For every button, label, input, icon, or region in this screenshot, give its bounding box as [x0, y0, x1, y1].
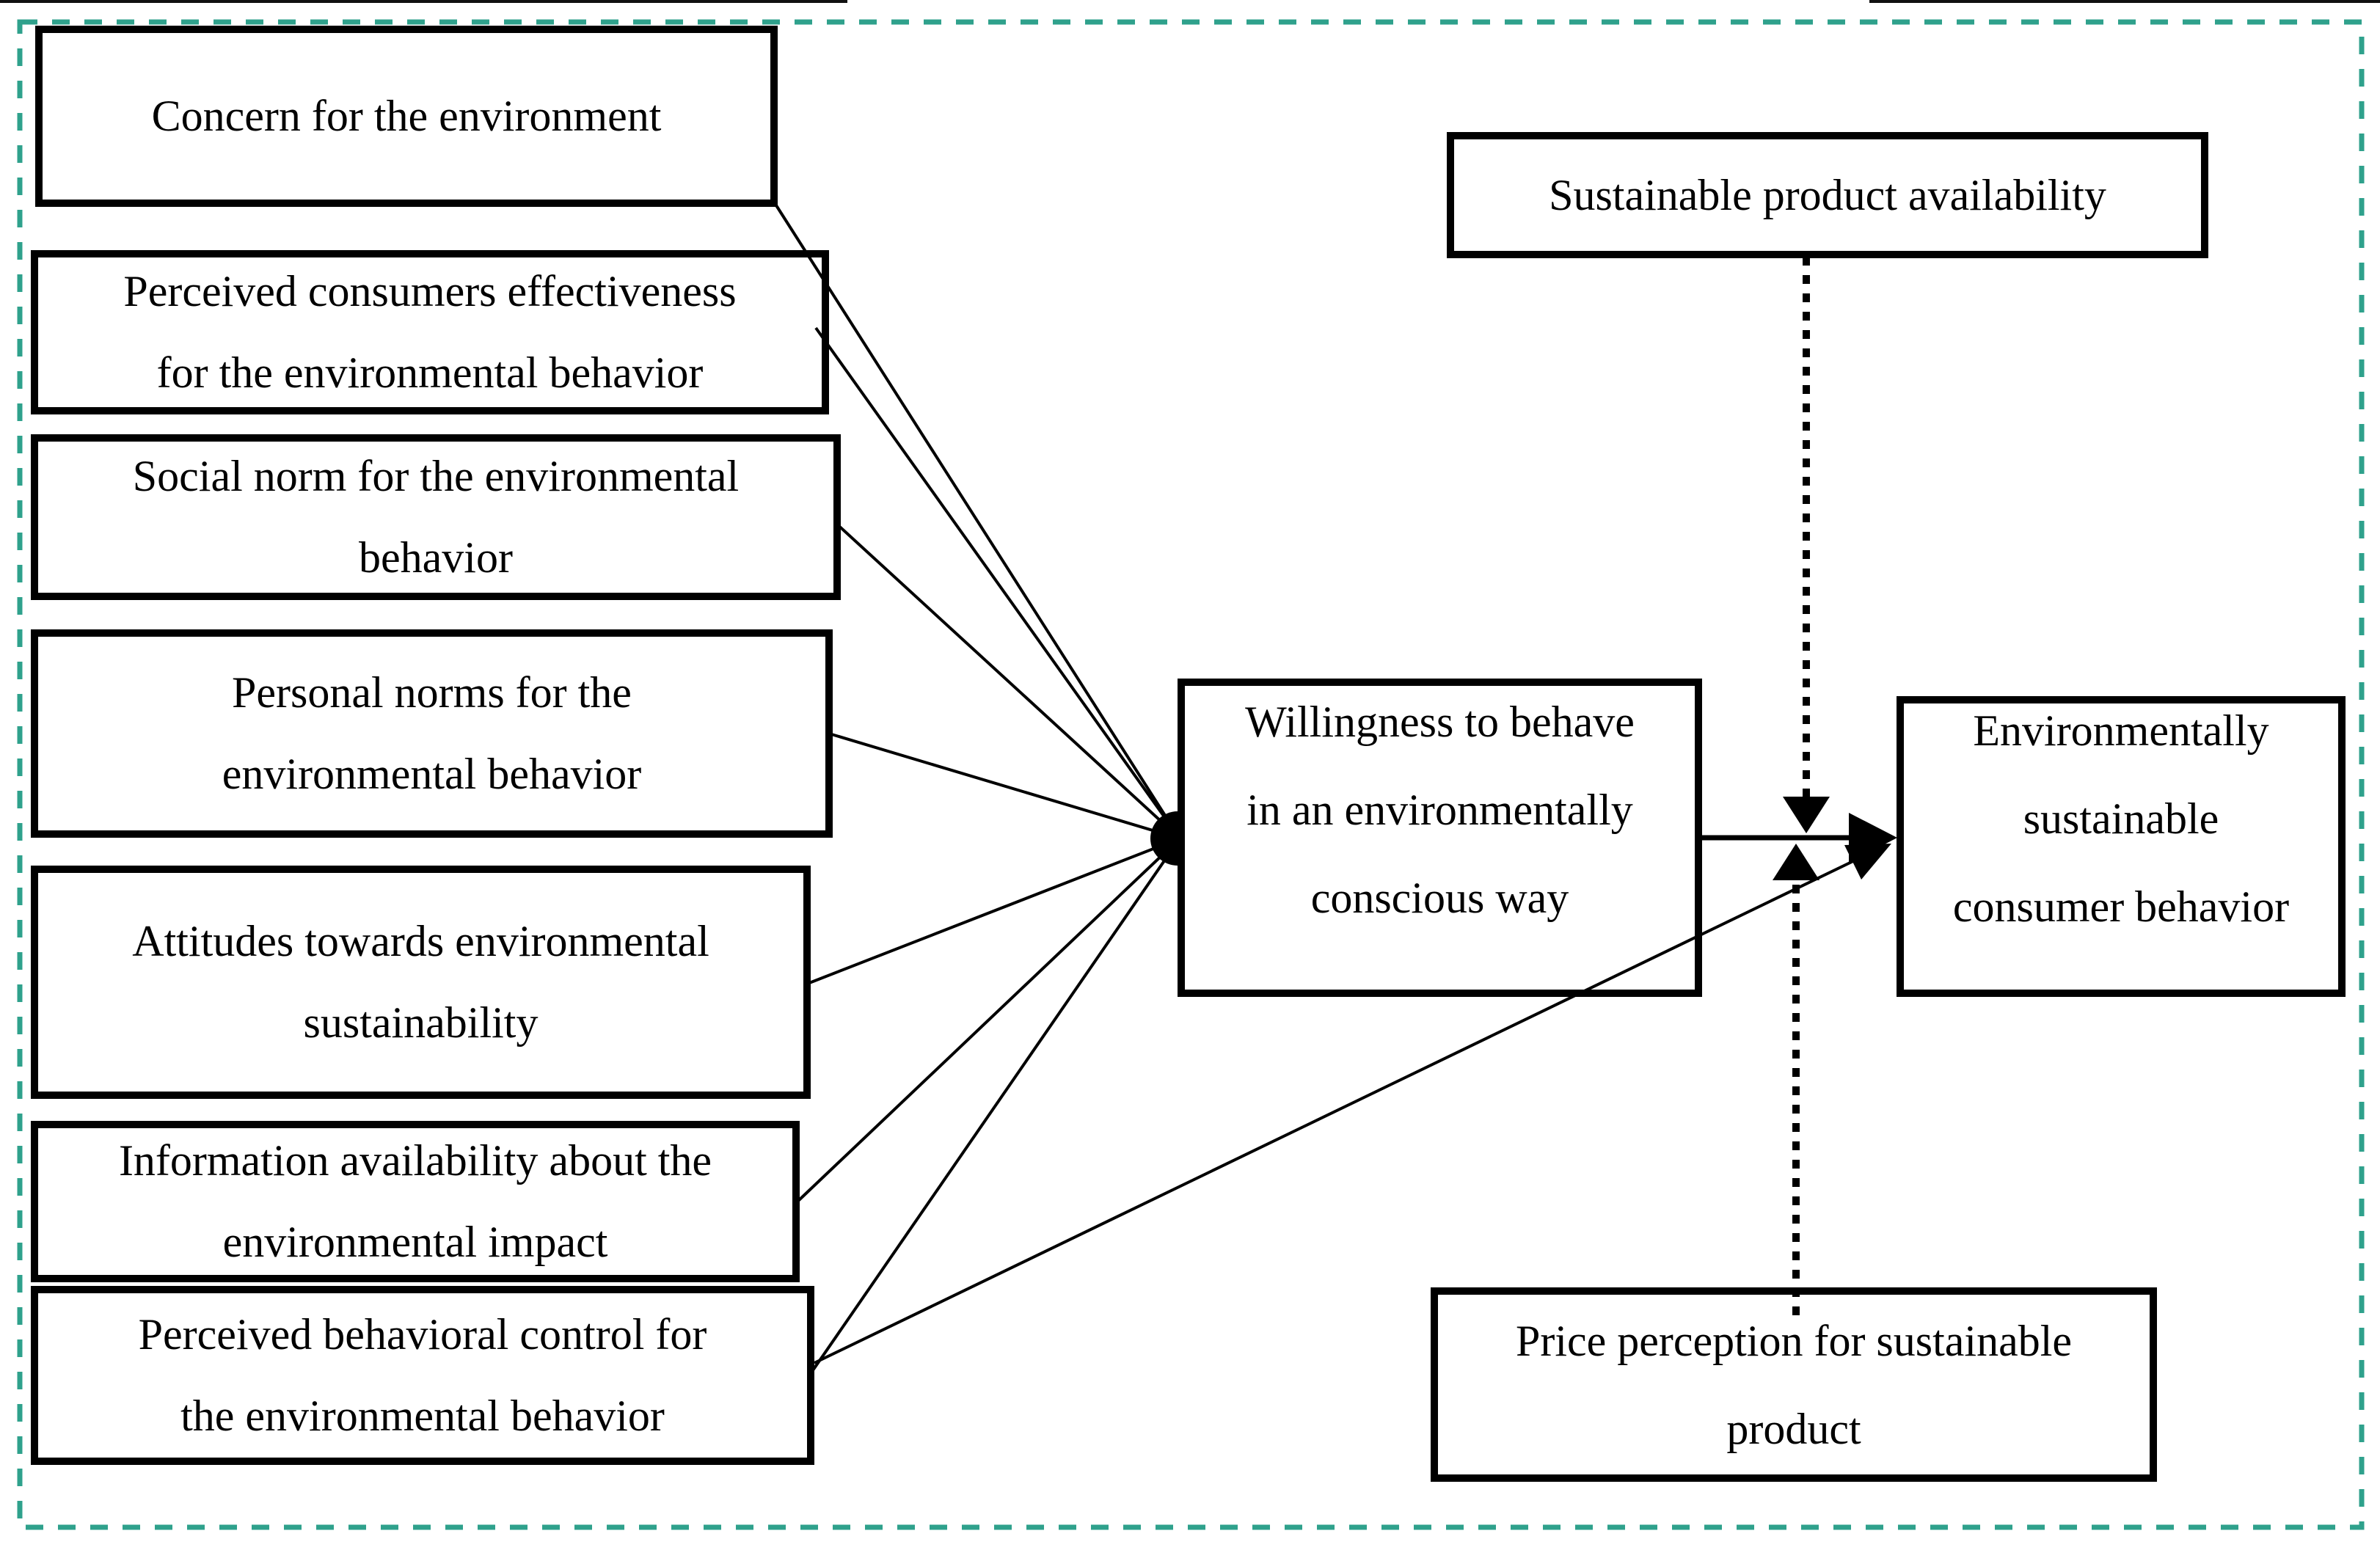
box-environmentally-sustainable-behavior: Environmentally sustainable consumer beh… — [1897, 696, 2346, 997]
box-social-norm: Social norm for the environmental behavi… — [31, 434, 841, 600]
box-perceived-behavioral-control: Perceived behavioral control for the env… — [31, 1286, 814, 1465]
box-willingness: Willingness to behave in an environmenta… — [1178, 679, 1702, 997]
figure-dashed-border — [17, 19, 2365, 1530]
page-top-edge-line-left — [0, 0, 847, 3]
box-perceived-consumers-effectiveness: Perceived consumers effectiveness for th… — [31, 250, 829, 414]
box-price-perception: Price perception for sustainable product — [1431, 1287, 2157, 1482]
box-attitudes: Attitudes towards environmental sustaina… — [31, 866, 811, 1099]
box-personal-norms: Personal norms for the environmental beh… — [31, 629, 833, 838]
page-top-edge-line-right — [1869, 0, 2380, 3]
box-sustainable-product-availability: Sustainable product availability — [1447, 132, 2208, 258]
box-concern-for-environment: Concern for the environment — [35, 26, 778, 207]
box-information-availability: Information availability about the envir… — [31, 1121, 800, 1282]
